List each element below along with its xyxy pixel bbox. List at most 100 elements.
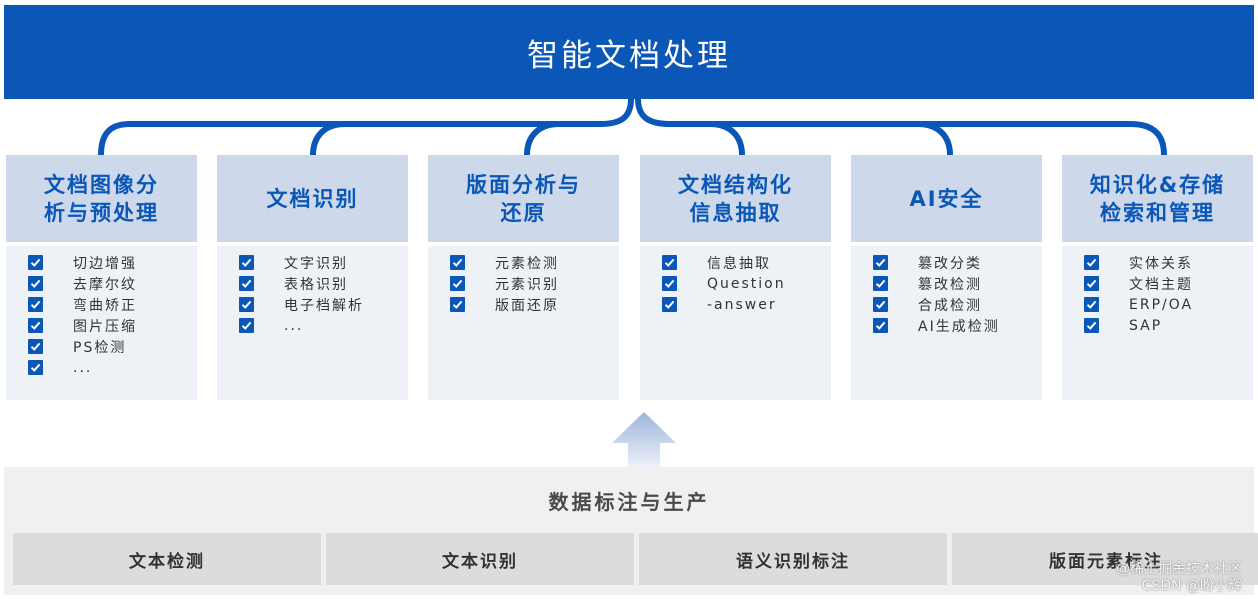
checkbox-checked-icon	[450, 276, 465, 291]
module-item-label: 图片压缩	[73, 318, 137, 335]
module-title: 文档结构化信息抽取	[640, 155, 831, 242]
module-item-list: 信息抽取 Question -answer	[662, 252, 786, 315]
module-item-list: 文字识别表格识别电子档解析...	[239, 252, 364, 336]
checkbox-checked-icon	[239, 297, 254, 312]
module-item-label: 弯曲矫正	[73, 297, 137, 314]
module-item: 篡改检测	[873, 273, 1000, 294]
module-item: SAP	[1084, 315, 1193, 336]
module-item: 实体关系	[1084, 252, 1193, 273]
module-title-line: 知识化&存储	[1089, 172, 1226, 197]
checkbox-checked-icon	[662, 297, 677, 312]
module-item: 电子档解析	[239, 294, 364, 315]
checkbox-checked-icon	[662, 276, 677, 291]
checkbox-checked-icon	[450, 255, 465, 270]
module-item: 弯曲矫正	[28, 294, 137, 315]
task-text-detection: 文本检测	[13, 533, 321, 585]
module-item: 文档主题	[1084, 273, 1193, 294]
module-title-line: 版面分析与	[466, 172, 581, 197]
module-item-label: 电子档解析	[284, 297, 364, 314]
checkbox-checked-icon	[28, 339, 43, 354]
module-title-line: 还原	[500, 200, 547, 225]
main-title-banner: 智能文档处理	[4, 5, 1254, 99]
module-item: ...	[239, 315, 364, 336]
checkbox-checked-icon	[873, 318, 888, 333]
module-items-panel: 信息抽取 Question -answer	[640, 246, 831, 400]
module-title-line: 文档识别	[266, 186, 359, 211]
checkbox-checked-icon	[28, 255, 43, 270]
module-title-line: 检索和管理	[1099, 200, 1215, 225]
checkbox-checked-icon	[450, 297, 465, 312]
foundation-title: 数据标注与生产	[548, 489, 710, 514]
module-title: 文档图像分析与预处理	[6, 155, 197, 242]
module-item: 信息抽取	[662, 252, 786, 273]
checkbox-checked-icon	[873, 255, 888, 270]
module-title: 知识化&存储检索和管理	[1062, 155, 1253, 242]
module-item: 去摩尔纹	[28, 273, 137, 294]
module-item-label: 版面还原	[495, 297, 559, 314]
module-item-list: 切边增强去摩尔纹弯曲矫正图片压缩 PS检测...	[28, 252, 137, 378]
module-item-label: Question	[707, 275, 786, 292]
task-text-recognition: 文本识别	[326, 533, 634, 585]
module-item: 元素检测	[450, 252, 559, 273]
module-item-label: 文档主题	[1129, 276, 1193, 293]
module-item-label: 信息抽取	[707, 255, 771, 272]
module-item-label: PS检测	[73, 339, 127, 356]
module-item-label: 篡改分类	[918, 255, 982, 272]
module-item: 图片压缩	[28, 315, 137, 336]
module-item-label: 去摩尔纹	[73, 276, 137, 293]
watermark-line-1: @稀土掘金技术社区	[1116, 561, 1242, 577]
checkbox-checked-icon	[1084, 276, 1099, 291]
module-item-label: SAP	[1129, 317, 1163, 334]
watermark-line-2: CSDN @盼小辉	[1141, 578, 1242, 594]
module-item: -answer	[662, 294, 786, 315]
checkbox-checked-icon	[28, 276, 43, 291]
module-item-label: 表格识别	[284, 276, 348, 293]
checkbox-checked-icon	[28, 318, 43, 333]
module-title-line: AI安全	[909, 186, 984, 211]
module-item: 表格识别	[239, 273, 364, 294]
module-card-document-recognition: 文档识别文字识别表格识别电子档解析...	[217, 155, 408, 400]
module-item-label: ...	[73, 359, 93, 376]
module-item-label: 元素识别	[495, 276, 559, 293]
module-card-image-preprocessing: 文档图像分析与预处理切边增强去摩尔纹弯曲矫正图片压缩 PS检测...	[6, 155, 197, 400]
task-semantic-annotation: 语义识别标注	[639, 533, 947, 585]
module-items-panel: 元素检测元素识别版面还原	[428, 246, 619, 400]
bracket-connector	[98, 96, 1167, 158]
checkbox-checked-icon	[1084, 297, 1099, 312]
data-annotation-panel: 数据标注与生产 文本检测 文本识别 语义识别标注 版面元素标注	[4, 467, 1258, 595]
checkbox-checked-icon	[239, 276, 254, 291]
up-arrow	[612, 412, 676, 467]
checkbox-checked-icon	[662, 255, 677, 270]
module-title-line: 信息抽取	[689, 200, 782, 225]
checkbox-checked-icon	[239, 318, 254, 333]
module-title: 文档识别	[217, 155, 408, 242]
module-item-label: 切边增强	[73, 255, 137, 272]
module-item-label: 文字识别	[284, 255, 348, 272]
module-title: AI安全	[851, 155, 1042, 242]
module-item-label: -answer	[707, 296, 777, 313]
task-layout-annotation: 版面元素标注	[952, 533, 1258, 585]
checkbox-checked-icon	[1084, 255, 1099, 270]
module-title-line: 文档结构化	[678, 172, 793, 197]
module-item-label: 篡改检测	[918, 276, 982, 293]
module-item: 切边增强	[28, 252, 137, 273]
module-item: 文字识别	[239, 252, 364, 273]
module-title-line: 析与预处理	[44, 200, 159, 225]
checkbox-checked-icon	[1084, 318, 1099, 333]
module-item: 元素识别	[450, 273, 559, 294]
watermark: @稀土掘金技术社区 CSDN @盼小辉	[1116, 561, 1242, 595]
module-item: 版面还原	[450, 294, 559, 315]
module-item-label: ...	[284, 317, 304, 334]
module-item-label: 实体关系	[1129, 255, 1193, 272]
main-title: 智能文档处理	[527, 37, 731, 74]
module-item-label: 合成检测	[918, 297, 982, 314]
module-item: ...	[28, 357, 137, 378]
checkbox-checked-icon	[873, 276, 888, 291]
module-card-layout-analysis: 版面分析与还原元素检测元素识别版面还原	[428, 155, 619, 400]
